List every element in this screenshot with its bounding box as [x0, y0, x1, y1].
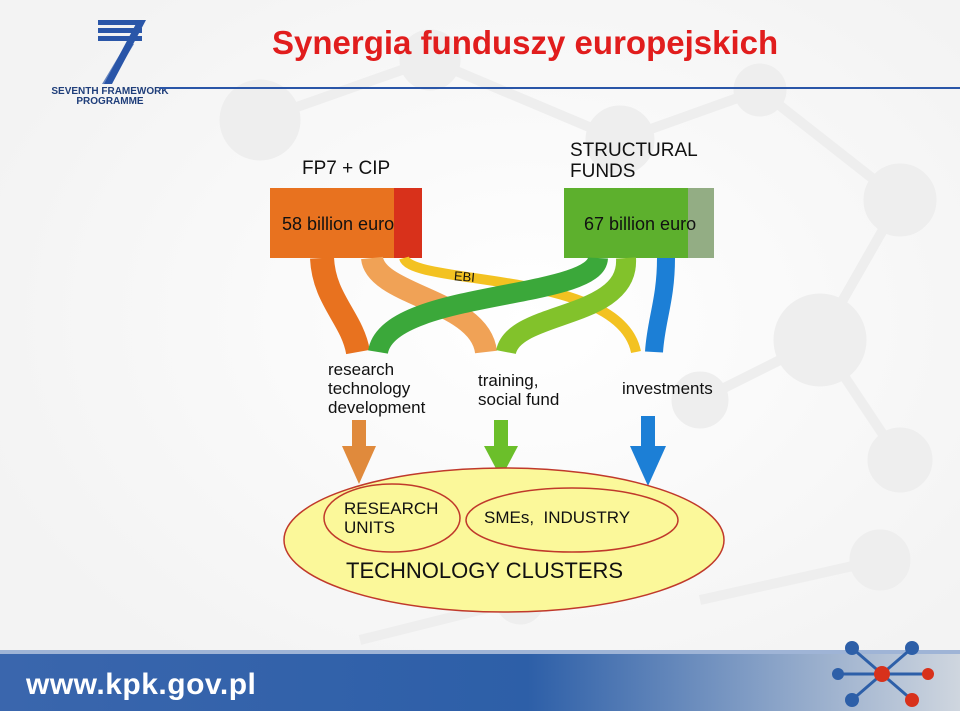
structural-amount: 67 billion euro — [584, 214, 697, 234]
smes-industry-label: SMEs, INDUSTRY — [484, 508, 631, 527]
fp7-logo: SEVENTH FRAMEWORK PROGRAMME — [51, 20, 960, 107]
fp7-funding-box — [270, 188, 422, 258]
research-units-ellipse — [323, 483, 461, 553]
structural-heading-line1: STRUCTURAL — [570, 140, 698, 161]
technology-clusters-label: TECHNOLOGY CLUSTERS — [346, 558, 624, 583]
rtd-line3: development — [328, 398, 426, 417]
rtd-line2: technology — [328, 379, 411, 398]
arrow-training — [484, 420, 518, 478]
technology-clusters-ellipse — [283, 467, 725, 613]
footer-bar — [0, 650, 960, 711]
arrow-rtd — [342, 420, 376, 484]
flow-fp7-to-rtd — [310, 256, 370, 355]
arrow-investments — [630, 416, 666, 486]
fp7-amount: 58 billion euro — [282, 214, 395, 234]
seven-logo-icon — [98, 20, 146, 84]
footer-url-link[interactable]: www.kpk.gov.pl — [26, 668, 257, 701]
structural-heading-line2: FUNDS — [570, 161, 636, 182]
flow-structural-to-training — [496, 257, 636, 356]
logo-line2: PROGRAMME — [76, 96, 144, 107]
ebi-label: EBI — [453, 268, 476, 285]
rtd-line1: research — [328, 360, 395, 379]
structural-funding-box — [564, 188, 714, 258]
page-title: Synergia funduszy europejskich — [272, 24, 779, 61]
investments-label: investments — [622, 379, 713, 398]
fp7-heading: FP7 + CIP — [302, 158, 391, 179]
kpk-molecule-icon — [832, 641, 934, 707]
flow-fp7-to-training — [361, 254, 497, 355]
smes-industry-ellipse — [465, 487, 679, 553]
logo-line1: SEVENTH FRAMEWORK — [51, 86, 169, 97]
research-units-line2: UNITS — [344, 518, 395, 537]
flow-structural-to-investments — [645, 257, 675, 353]
research-units-line1: RESEARCH — [344, 499, 439, 518]
training-line1: training, — [478, 371, 539, 390]
flow-ribbons — [310, 254, 675, 356]
flow-structural-to-rtd — [368, 254, 608, 356]
training-line2: social fund — [478, 390, 560, 409]
